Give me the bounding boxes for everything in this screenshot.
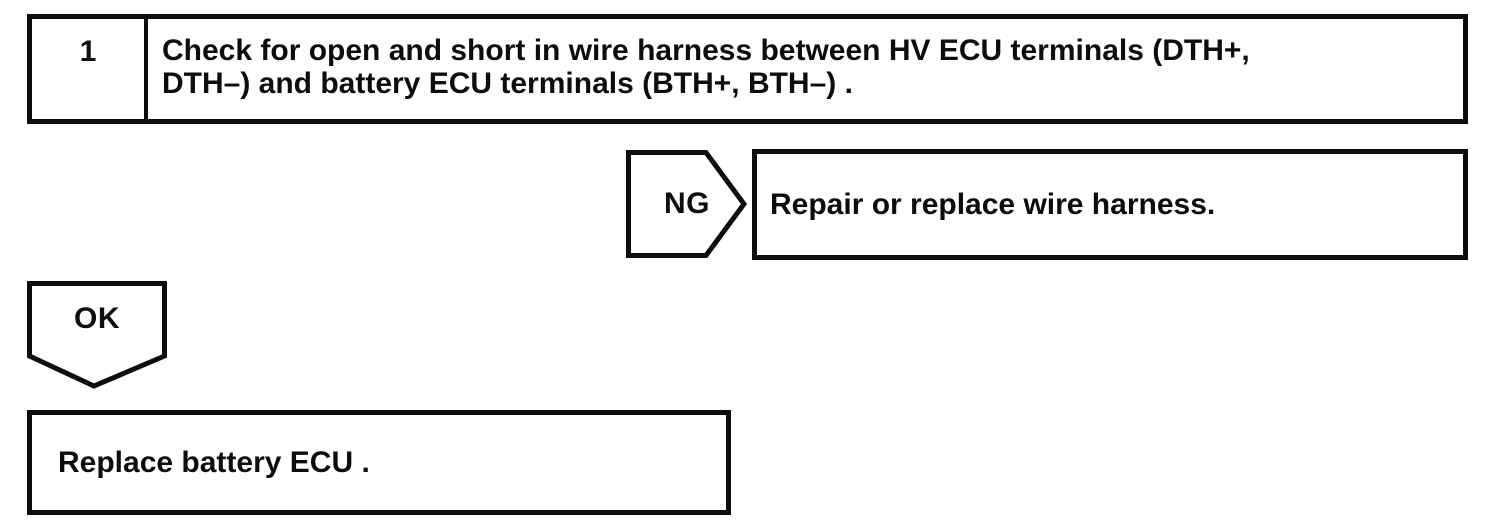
ng-label: NG (664, 187, 710, 220)
ok-action-box: Replace battery ECU . (27, 410, 731, 515)
step-instruction-line-2: DTH–) and battery ECU terminals (BTH+, B… (162, 67, 853, 100)
ng-action-box: Repair or replace wire harness. (752, 149, 1468, 260)
step-number-cell: 1 (32, 19, 148, 119)
ok-connector: OK (27, 281, 167, 389)
ok-action-text: Replace battery ECU . (58, 445, 370, 479)
ok-arrow-pentagon-icon (27, 281, 167, 389)
ng-action-text: Repair or replace wire harness. (770, 187, 1216, 221)
ng-connector: NG (626, 150, 748, 258)
ok-label: OK (74, 302, 120, 335)
step-number: 1 (79, 35, 97, 68)
ng-arrow-pentagon-icon (626, 150, 748, 258)
step-instruction: Check for open and short in wire harness… (148, 19, 1260, 119)
step-instruction-line-1: Check for open and short in wire harness… (162, 34, 1250, 67)
step-box: 1 Check for open and short in wire harne… (27, 14, 1468, 124)
